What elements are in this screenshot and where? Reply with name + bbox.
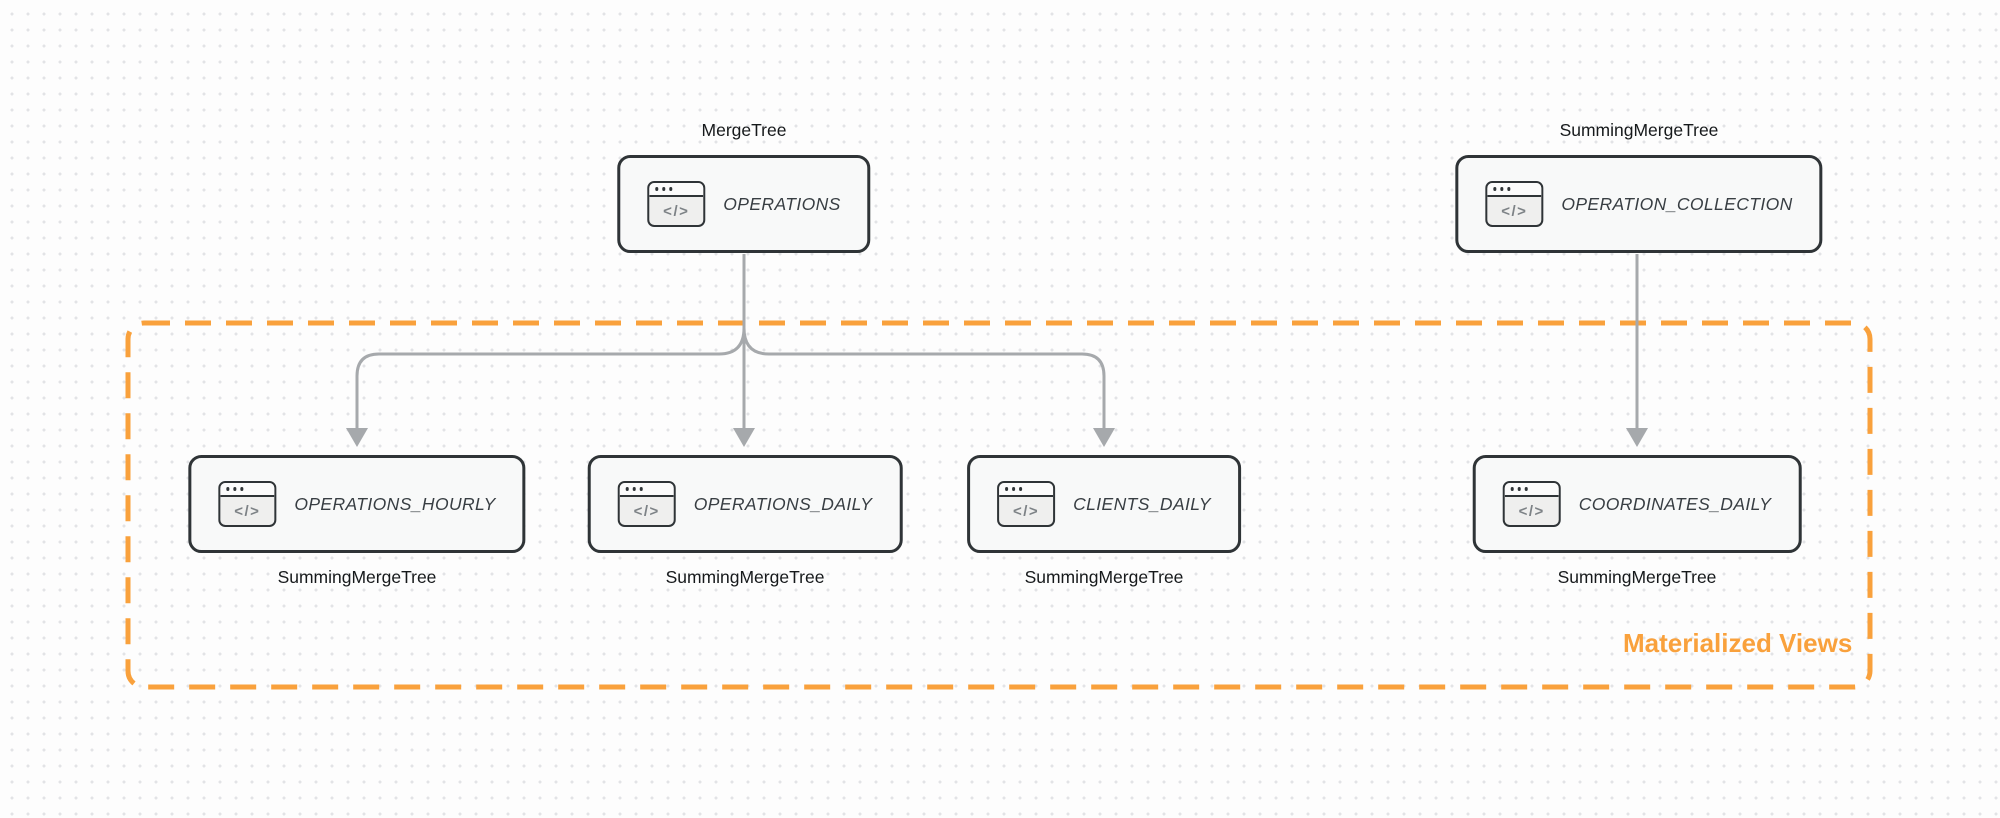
code-window-icon: </> [218,481,277,527]
table-box-coordinates-daily[interactable]: </> COORDINATES_DAILY [1472,455,1802,553]
table-name: OPERATION_COLLECTION [1561,193,1793,214]
node-operations-daily[interactable]: </> OPERATIONS_DAILY SummingMergeTree [587,455,903,589]
code-window-icon: </> [997,481,1056,527]
node-operations-hourly[interactable]: </> OPERATIONS_HOURLY SummingMergeTree [188,455,526,589]
code-glyph: </> [1518,502,1545,520]
node-operations[interactable]: MergeTree </> OPERATIONS [617,118,871,253]
node-coordinates-daily[interactable]: </> COORDINATES_DAILY SummingMergeTree [1472,455,1802,589]
code-glyph: </> [633,502,660,520]
table-name: OPERATIONS_DAILY [693,493,873,514]
window-titlebar [649,183,704,197]
window-titlebar [1487,183,1542,197]
edge-operations-to-operations-hourly [355,327,746,430]
node-clients-daily[interactable]: </> CLIENTS_DAILY SummingMergeTree [967,455,1241,589]
edge-operations-to-clients-daily [742,327,1106,430]
table-name: OPERATIONS_HOURLY [294,493,496,514]
table-box-operations-daily[interactable]: </> OPERATIONS_DAILY [587,455,903,553]
node-operation-collection[interactable]: SummingMergeTree </> OPERATION_COLLECTIO… [1455,118,1823,253]
table-box-operation-collection[interactable]: </> OPERATION_COLLECTION [1455,155,1823,253]
window-titlebar [999,483,1054,497]
code-window-icon: </> [1502,481,1561,527]
window-titlebar [1504,483,1559,497]
table-box-clients-daily[interactable]: </> CLIENTS_DAILY [967,455,1241,553]
arrowhead-clients-daily [1093,428,1115,447]
table-name: CLIENTS_DAILY [1073,493,1211,514]
code-window-icon: </> [1485,181,1544,227]
window-titlebar [220,483,275,497]
arrowhead-coordinates-daily [1626,428,1648,447]
engine-label: SummingMergeTree [1024,567,1184,587]
engine-label: SummingMergeTree [1559,120,1719,140]
engine-label: MergeTree [701,120,787,140]
arrowhead-operations-daily [733,428,755,447]
table-name: OPERATIONS [723,193,841,214]
engine-label: SummingMergeTree [277,567,437,587]
code-glyph: </> [234,502,261,520]
code-window-icon: </> [617,481,676,527]
arrowhead-operations-hourly [346,428,368,447]
code-window-icon: </> [647,181,706,227]
window-titlebar [619,483,674,497]
materialized-views-label: Materialized Views [1623,628,1853,658]
engine-label: SummingMergeTree [665,567,825,587]
table-name: COORDINATES_DAILY [1578,493,1772,514]
table-box-operations[interactable]: </> OPERATIONS [617,155,871,253]
table-box-operations-hourly[interactable]: </> OPERATIONS_HOURLY [188,455,526,553]
engine-label: SummingMergeTree [1557,567,1717,587]
code-glyph: </> [1501,202,1528,220]
code-glyph: </> [663,202,690,220]
code-glyph: </> [1013,502,1040,520]
